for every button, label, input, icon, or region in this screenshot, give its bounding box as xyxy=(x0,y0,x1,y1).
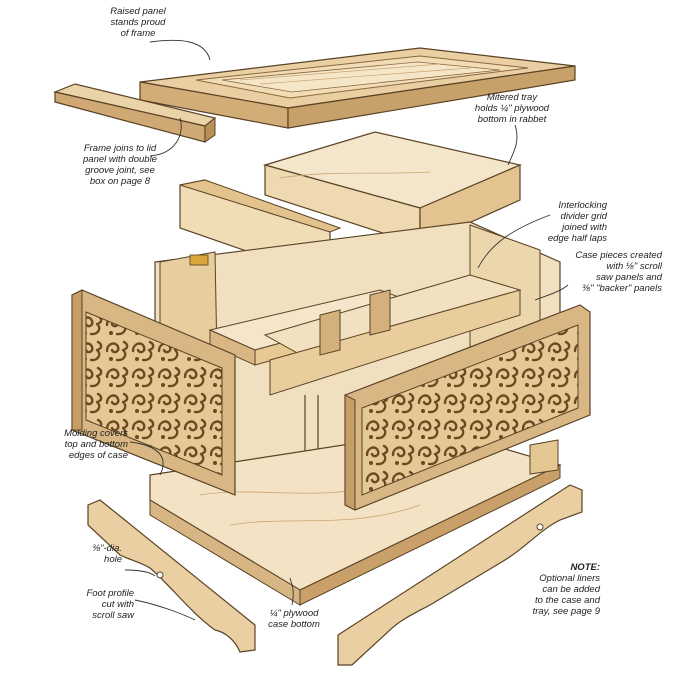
leader-divider-grid xyxy=(477,214,551,269)
mitered-tray xyxy=(179,131,522,281)
leader-hole xyxy=(124,569,156,577)
label-hole: ⅜"-dia. hole xyxy=(92,543,122,565)
note-body: Optional liners can be added to the case… xyxy=(532,573,600,617)
leader-foot-profile xyxy=(134,599,196,621)
label-raised-panel: Raised panel stands proud of frame xyxy=(110,6,166,39)
label-molding: Molding covers top and bottom edges of c… xyxy=(64,428,128,461)
note-title: NOTE: xyxy=(570,562,600,573)
leader-lines xyxy=(124,39,569,621)
label-mitered-tray: Mitered tray holds ¼" plywood bottom in … xyxy=(474,92,550,125)
lid-frame-rail xyxy=(52,83,217,143)
foot-right xyxy=(337,484,583,666)
label-divider-grid: Interlocking divider grid joined with ed… xyxy=(547,200,607,244)
label-foot-profile: Foot profile cut with scroll saw xyxy=(86,588,134,621)
leader-plywood-bottom xyxy=(289,577,294,606)
label-case-pieces: Case pieces created with ⅛" scroll saw p… xyxy=(575,250,662,294)
lid-panel xyxy=(139,47,576,129)
scroll-panel-right xyxy=(344,304,591,511)
leader-mitered-tray xyxy=(507,124,518,166)
leader-molding xyxy=(129,441,164,476)
leader-case-pieces xyxy=(534,284,569,301)
foot-left xyxy=(87,499,256,653)
scroll-panel-left xyxy=(71,289,236,496)
label-plywood-bottom: ¼" plywood case bottom xyxy=(268,608,320,630)
leader-raised-panel xyxy=(149,39,211,61)
label-frame-joins: Frame joins to lid panel with double gro… xyxy=(83,143,157,187)
leader-frame-joins xyxy=(149,117,182,157)
